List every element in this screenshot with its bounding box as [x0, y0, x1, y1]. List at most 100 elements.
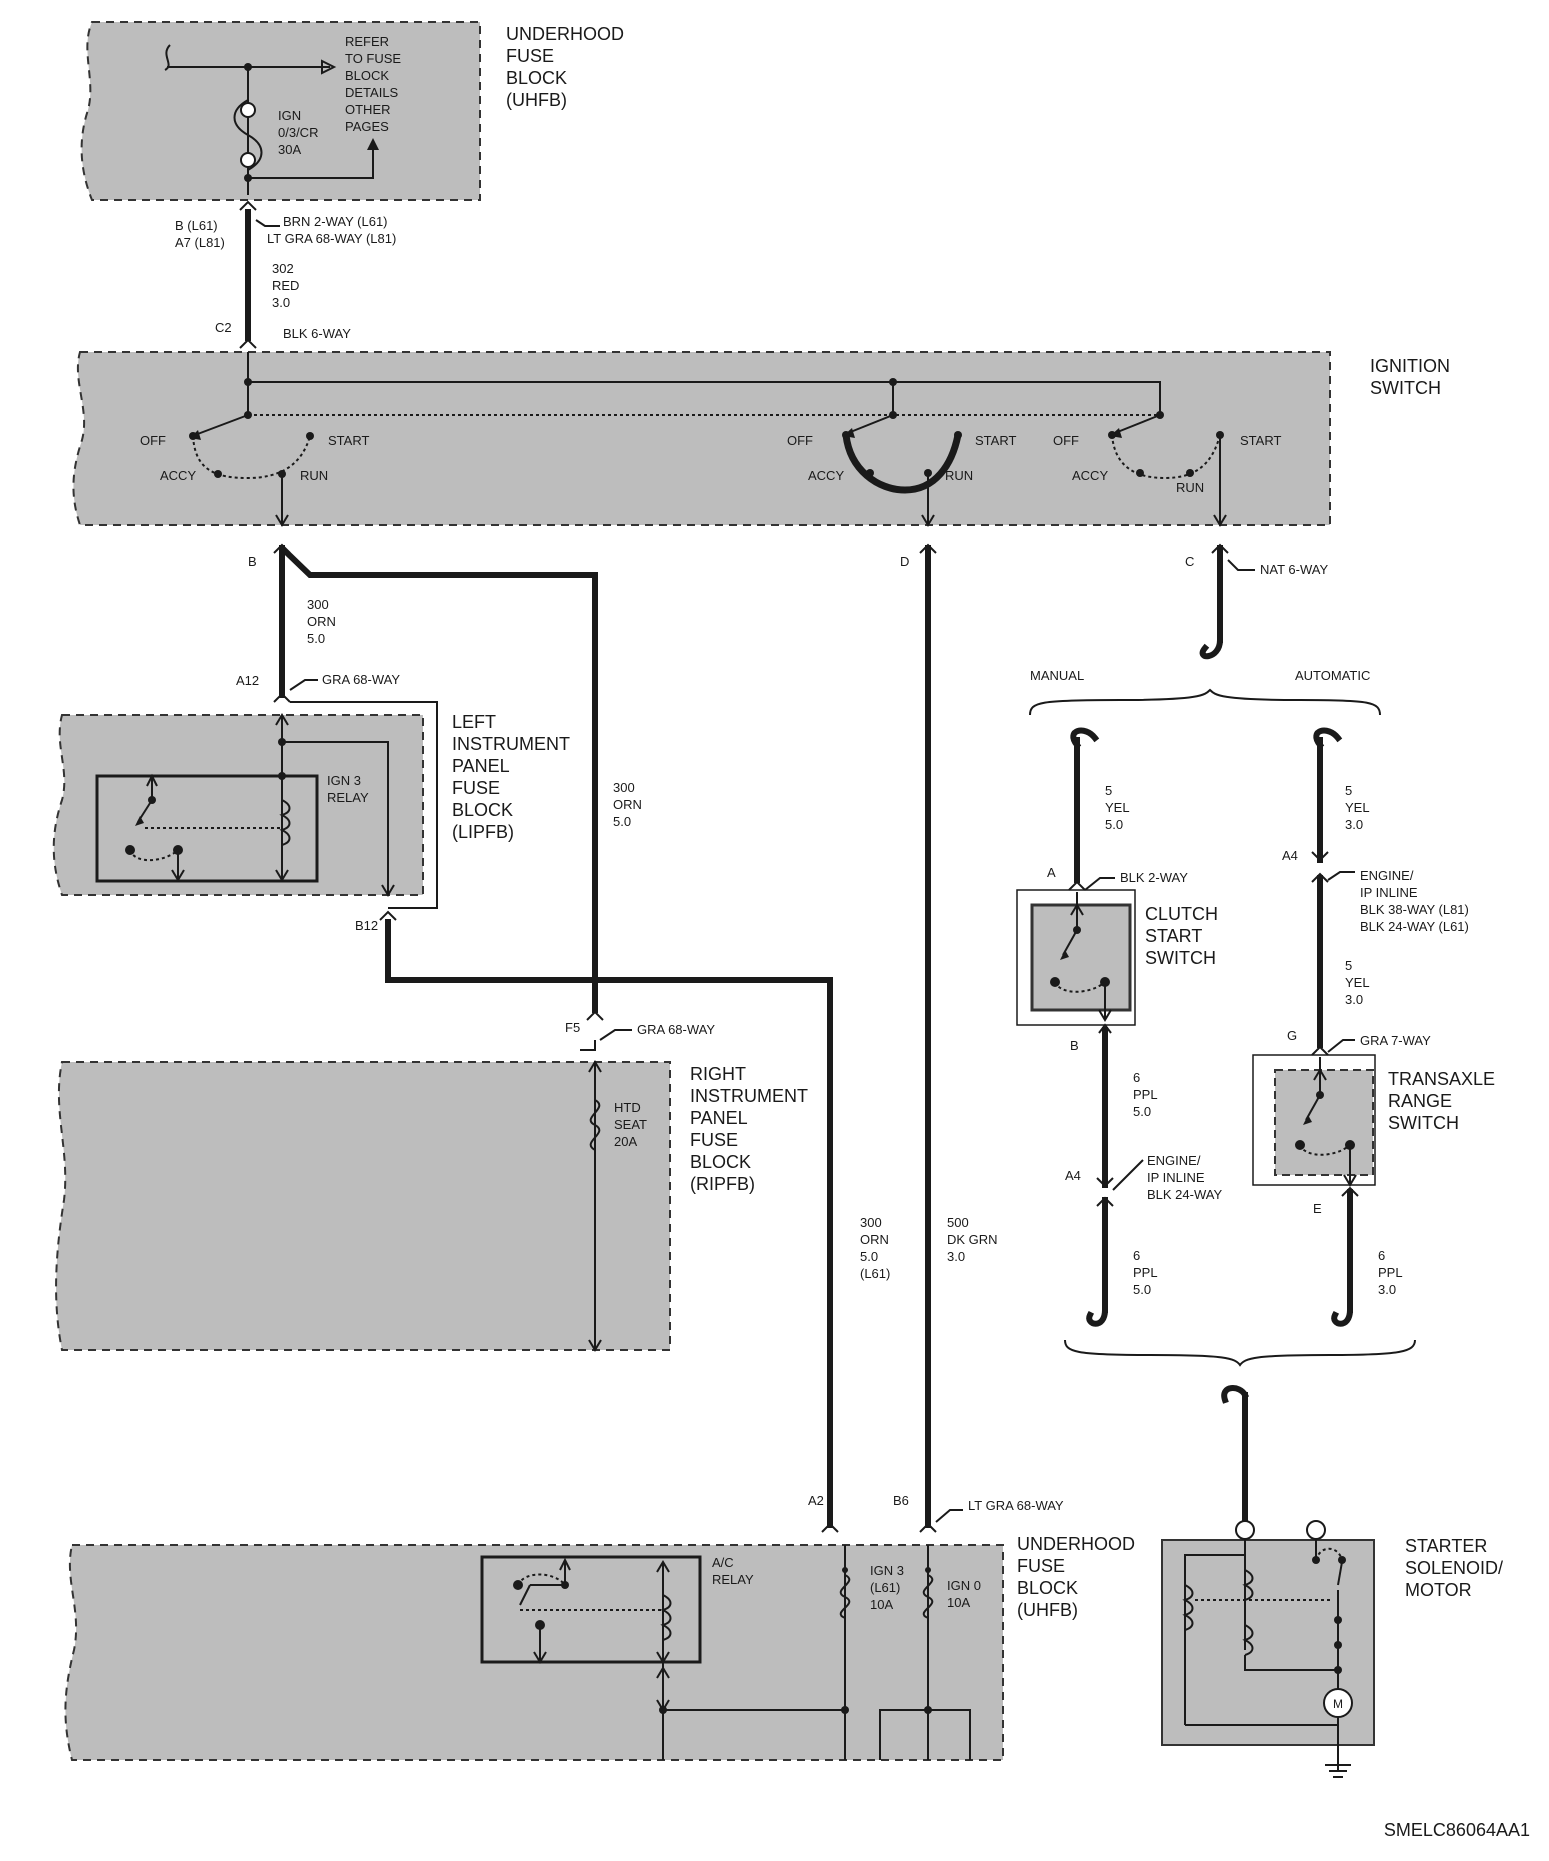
auto-pin-e: E	[1313, 1201, 1322, 1216]
svg-text:IP INLINE: IP INLINE	[1360, 885, 1418, 900]
svg-text:FUSE: FUSE	[690, 1130, 738, 1150]
svg-text:YEL: YEL	[1105, 800, 1130, 815]
pin-c: C	[1185, 554, 1194, 569]
svg-text:6: 6	[1378, 1248, 1385, 1263]
svg-text:LEFT: LEFT	[452, 712, 496, 732]
svg-text:500: 500	[947, 1215, 969, 1230]
svg-text:OTHER: OTHER	[345, 102, 391, 117]
svg-text:PPL: PPL	[1133, 1265, 1158, 1280]
svg-text:RANGE: RANGE	[1388, 1091, 1452, 1111]
svg-text:PPL: PPL	[1133, 1087, 1158, 1102]
svg-text:5.0: 5.0	[307, 631, 325, 646]
svg-text:RELAY: RELAY	[327, 790, 369, 805]
clutch-start-switch	[1030, 892, 1132, 1022]
svg-text:SEAT: SEAT	[614, 1117, 647, 1132]
svg-text:SWITCH: SWITCH	[1388, 1113, 1459, 1133]
svg-text:10A: 10A	[870, 1597, 893, 1612]
ign-run-1: RUN	[300, 468, 328, 483]
svg-text:3.0: 3.0	[272, 295, 290, 310]
conn-right-1: BRN 2-WAY (L61)	[283, 214, 388, 229]
svg-text:3.0: 3.0	[1378, 1282, 1396, 1297]
lipfb-pin-a12: A12	[236, 673, 259, 688]
svg-text:BLK 24-WAY (L61): BLK 24-WAY (L61)	[1360, 919, 1469, 934]
ign-accy-2: ACCY	[808, 468, 844, 483]
conn-left-2: A7 (L81)	[175, 235, 225, 250]
svg-text:(UHFB): (UHFB)	[506, 90, 567, 110]
svg-text:PAGES: PAGES	[345, 119, 389, 134]
svg-text:RIGHT: RIGHT	[690, 1064, 746, 1084]
auto-inline: ENGINE/ IP INLINE BLK 38-WAY (L81) BLK 2…	[1360, 868, 1469, 934]
svg-text:10A: 10A	[947, 1595, 970, 1610]
svg-text:3.0: 3.0	[947, 1249, 965, 1264]
svg-text:CLUTCH: CLUTCH	[1145, 904, 1218, 924]
svg-text:DK GRN: DK GRN	[947, 1232, 998, 1247]
svg-text:HTD: HTD	[614, 1100, 641, 1115]
svg-text:BLOCK: BLOCK	[506, 68, 567, 88]
svg-text:TO FUSE: TO FUSE	[345, 51, 401, 66]
ign-start-1: START	[328, 433, 369, 448]
manual-conn-a: BLK 2-WAY	[1120, 870, 1188, 885]
svg-text:ORN: ORN	[613, 797, 642, 812]
svg-text:BLOCK: BLOCK	[1017, 1578, 1078, 1598]
fuse-icon	[233, 99, 263, 171]
manual-wire-top: 5 YEL 5.0	[1105, 783, 1130, 832]
wire-300a-label: 300 ORN 5.0	[307, 597, 336, 646]
conn-left-1: B (L61)	[175, 218, 218, 233]
svg-text:BLK 24-WAY: BLK 24-WAY	[1147, 1187, 1222, 1202]
svg-text:START: START	[1145, 926, 1202, 946]
ign-off-1: OFF	[140, 433, 166, 448]
c2-conn: BLK 6-WAY	[283, 326, 351, 341]
motor-icon: M	[1323, 1688, 1353, 1718]
svg-text:5.0: 5.0	[613, 814, 631, 829]
ignition-title: IGNITION SWITCH	[1370, 356, 1450, 398]
fuse-icon: HTD SEAT 20A	[588, 1060, 647, 1352]
manual-pin-a: A	[1047, 865, 1056, 880]
svg-text:ORN: ORN	[307, 614, 336, 629]
starter-solenoid-motor: M	[1161, 1520, 1375, 1778]
svg-text:FUSE: FUSE	[1017, 1556, 1065, 1576]
fuse-icon: IGN 3 (L61) 10A	[839, 1545, 904, 1760]
svg-text:30A: 30A	[278, 142, 301, 157]
wire-300b-label: 300 ORN 5.0	[613, 780, 642, 829]
svg-text:(UHFB): (UHFB)	[1017, 1600, 1078, 1620]
ign-start-3: START	[1240, 433, 1281, 448]
svg-text:6: 6	[1133, 1070, 1140, 1085]
conn-right-2: LT GRA 68-WAY (L81)	[267, 231, 396, 246]
relay-icon: IGN 3 RELAY	[95, 713, 395, 897]
transaxle-range-switch	[1274, 1057, 1374, 1187]
transaxle-title: TRANSAXLE RANGE SWITCH	[1388, 1069, 1495, 1133]
svg-text:5: 5	[1345, 783, 1352, 798]
switch-icon: OFF START ACCY RUN	[787, 414, 1016, 527]
auto-wire-mid: 5 YEL 3.0	[1345, 958, 1370, 1007]
svg-text:M: M	[1333, 1697, 1343, 1711]
lipfb-pin-b12: B12	[355, 918, 378, 933]
lipfb-conn: GRA 68-WAY	[322, 672, 400, 687]
svg-text:PANEL: PANEL	[690, 1108, 748, 1128]
svg-text:RED: RED	[272, 278, 299, 293]
svg-text:6: 6	[1133, 1248, 1140, 1263]
lipfb-box	[52, 714, 424, 896]
wire-300c-label: 300 ORN 5.0 (L61)	[860, 1215, 890, 1281]
svg-text:300: 300	[613, 780, 635, 795]
branch-manual: MANUAL	[1030, 668, 1084, 683]
svg-text:SOLENOID/: SOLENOID/	[1405, 1558, 1503, 1578]
svg-text:IGN 3: IGN 3	[870, 1563, 904, 1578]
pin-d: D	[900, 554, 909, 569]
ign-accy-1: ACCY	[160, 468, 196, 483]
ign-off-3: OFF	[1053, 433, 1079, 448]
svg-text:YEL: YEL	[1345, 975, 1370, 990]
svg-text:BLK 38-WAY (L81): BLK 38-WAY (L81)	[1360, 902, 1469, 917]
svg-text:BLOCK: BLOCK	[452, 800, 513, 820]
svg-text:A/C: A/C	[712, 1555, 734, 1570]
svg-text:SWITCH: SWITCH	[1370, 378, 1441, 398]
switch-icon: OFF START ACCY RUN	[140, 414, 369, 527]
svg-text:PPL: PPL	[1378, 1265, 1403, 1280]
manual-pin-b: B	[1070, 1038, 1079, 1053]
svg-text:5.0: 5.0	[1133, 1282, 1151, 1297]
svg-text:5: 5	[1345, 958, 1352, 973]
auto-pin-a4: A4	[1282, 848, 1298, 863]
svg-text:IGNITION: IGNITION	[1370, 356, 1450, 376]
c2-pin: C2	[215, 320, 232, 335]
ign-run-3: RUN	[1176, 480, 1204, 495]
